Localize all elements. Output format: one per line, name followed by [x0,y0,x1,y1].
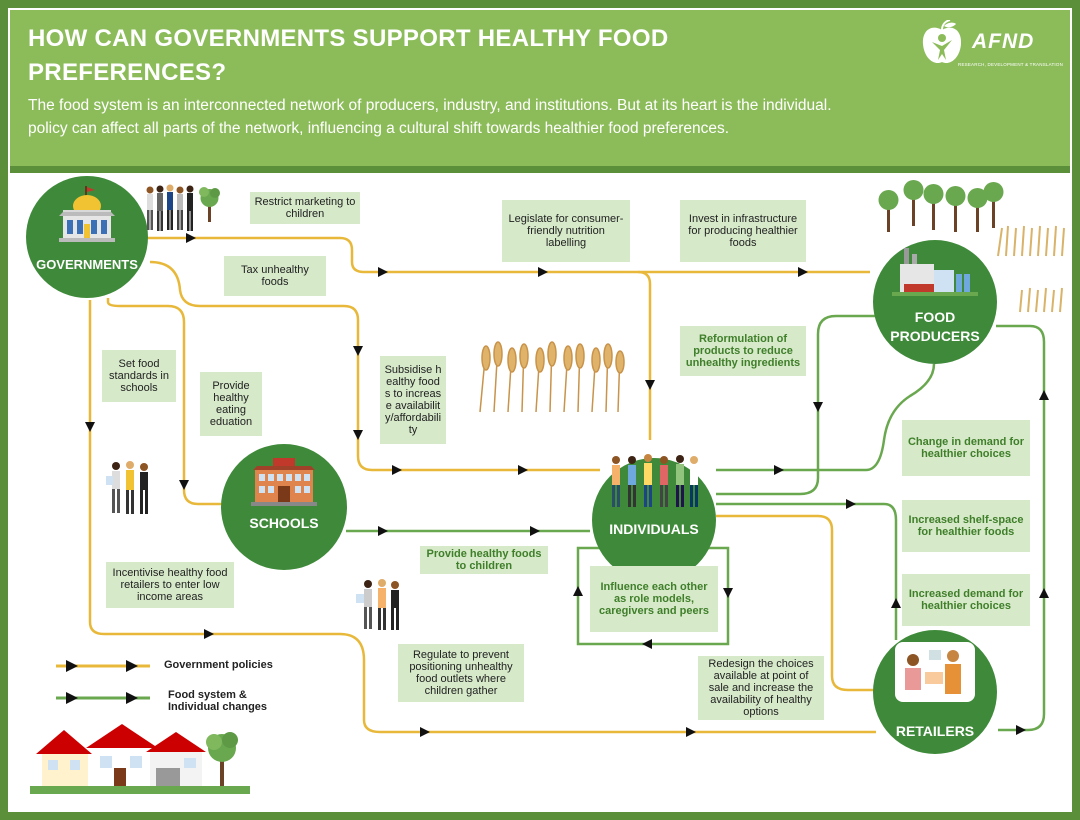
wheat-field-illustration [997,225,1065,313]
retail-shop-icon [895,642,975,702]
government-building-icon [59,186,115,242]
node-schools: SCHOOLS [221,444,347,570]
node-schools-label: SCHOOLS [249,515,319,531]
box-invest-infrastructure: Invest in infrastructure for producing h… [680,200,806,262]
line-tax-to-individuals [149,260,600,472]
box-influence-each-other: Influence each other as role models, car… [590,566,718,632]
people-group-icon [612,454,698,507]
box-legislate-labelling: Legislate for consumer-friendly nutritio… [502,200,630,262]
wheat-illustration [479,341,625,413]
box-incentivise-retailers: Incentivise healthy food retailers to en… [106,562,234,608]
line-labelling-to-individuals [637,270,652,440]
box-provide-healthy-foods: Provide healthy foods to children [420,546,548,574]
officials-group-illustration [146,184,220,231]
apple-person-icon [922,20,962,64]
box-redesign-choices: Redesign the choices available at point … [698,656,824,720]
subtitle-line-2: policy can affect all parts of the netwo… [28,120,730,137]
legend-food-system-line1: Food system & [168,689,247,701]
factory-icon [892,248,978,296]
line-individuals-to-producers-demand [716,363,936,472]
box-regulate-outlets: Regulate to prevent positioning unhealth… [398,644,524,702]
line-individuals-to-retailers [716,514,876,692]
teachers-illustration [106,461,148,514]
header-separator [10,166,1070,173]
box-restrict-marketing: Restrict marketing to children [250,192,360,224]
node-food-producers-label-line2: PRODUCERS [890,328,980,344]
node-retailers-label: RETAILERS [895,723,975,739]
node-governments-label: GOVERNMENTS [36,257,138,272]
node-retailers: RETAILERS [873,630,997,754]
box-set-food-standards: Set food standards in schools [102,350,176,402]
policy-lines [88,236,876,734]
node-food-producers-label-line1: FOOD [914,309,956,325]
line-gov-to-schools [106,298,226,506]
logo-tagline: RESEARCH, DEVELOPMENT & TRANSLATION [958,62,1064,67]
arrowheads [85,233,1049,737]
box-shelf-space: Increased shelf-space for healthier food… [902,500,1030,552]
afnd-logo: AFND RESEARCH, DEVELOPMENT & TRANSLATION [916,18,1063,74]
page-title-text: HOW CAN GOVERNMENTS SUPPORT HEALTHY FOOD… [28,25,669,86]
header-banner: HOW CAN GOVERNMENTS SUPPORT HEALTHY FOOD… [10,10,1070,166]
parents-illustration [356,579,399,630]
page-title: HOW CAN GOVERNMENTS SUPPORT HEALTHY FOOD… [28,22,728,90]
trees-illustration [878,180,1004,232]
line-gov-to-producers [140,236,870,274]
box-reformulation: Reformulation of products to reduce unhe… [680,326,806,376]
line-gov-to-retailers [88,300,876,734]
line-individuals-to-retailers-green [716,502,898,640]
line-influence-loop [576,546,730,646]
subtitle-line-1: The food system is an interconnected net… [28,97,832,114]
line-producers-to-retailers [996,324,1046,732]
legend-government-policies: Government policies [164,659,273,671]
legend-lines [56,660,150,704]
page-subtitle: The food system is an interconnected net… [28,94,1028,140]
box-provide-education: Provide healthy eating eduation [200,372,262,436]
houses-illustration [30,724,250,794]
logo-text: AFND [972,30,1035,53]
node-individuals: INDIVIDUALS [592,454,716,582]
node-food-producers: FOOD PRODUCERS [873,240,997,364]
box-tax-unhealthy: Tax unhealthy foods [224,256,326,296]
school-building-icon [251,458,317,506]
node-governments: GOVERNMENTS [26,176,148,298]
legend-food-system-line2: Individual changes [168,701,268,713]
box-increased-demand: Increased demand for healthier choices [902,574,1030,626]
node-individuals-label: INDIVIDUALS [609,521,699,537]
box-subsidise: Subsidise healthy foods to increase avai… [380,356,446,444]
box-change-demand: Change in demand for healthier choices [902,420,1030,476]
